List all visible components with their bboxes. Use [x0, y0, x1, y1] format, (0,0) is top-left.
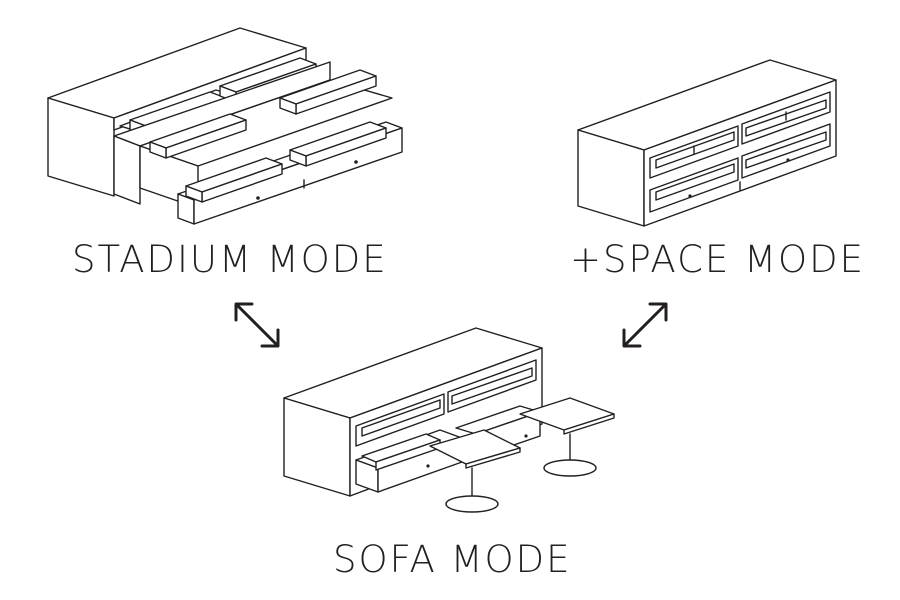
space-mode-illustration [577, 59, 837, 227]
stadium-mode-label: STADIUM MODE [72, 238, 388, 281]
stadium-mode-illustration [47, 27, 403, 225]
sofa-mode-illustration [283, 327, 615, 513]
double-arrow-diagonal-up-right-icon [622, 302, 668, 348]
sofa-mode-label: SOFA MODE [333, 538, 572, 581]
space-mode-label: +SPACE MODE [570, 238, 865, 281]
double-arrow-diagonal-down-right-icon [234, 302, 280, 348]
